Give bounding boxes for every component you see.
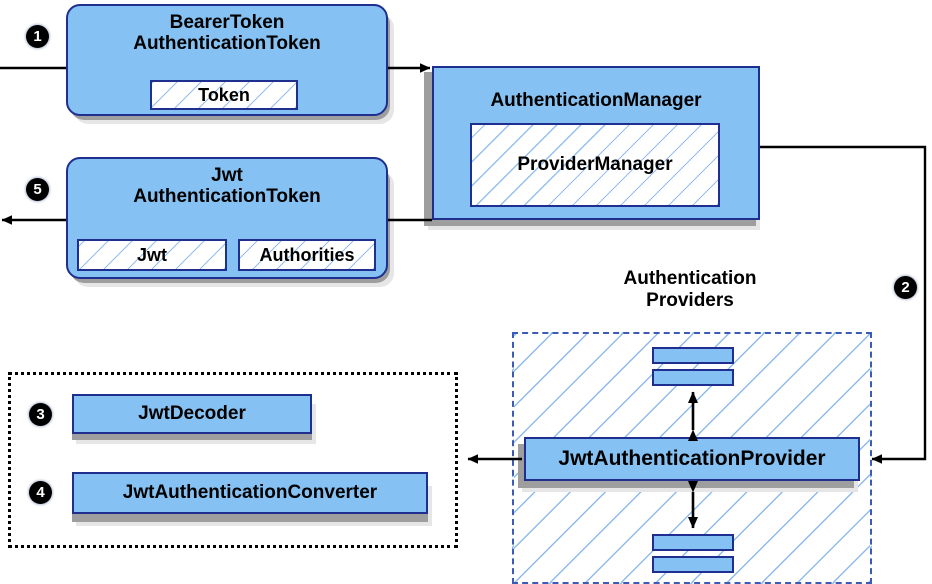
inner-box-provider-manager[interactable]: ProviderManager <box>470 123 720 207</box>
jwt-token-title-line1: Jwt <box>211 165 243 186</box>
step-marker-5-number: 5 <box>33 181 42 198</box>
authentication-manager-title: AuthenticationManager <box>490 90 702 111</box>
node-jwt-decoder[interactable]: JwtDecoder <box>72 394 312 434</box>
node-jwt-authentication-token[interactable]: Jwt AuthenticationToken <box>66 157 388 279</box>
provider-stub-bar-bottom-1 <box>652 534 734 551</box>
provider-stub-bar-top-2 <box>652 369 734 386</box>
inner-box-authorities-label: Authorities <box>259 244 355 265</box>
bearer-token-title-line2: AuthenticationToken <box>133 33 321 55</box>
inner-box-jwt[interactable]: Jwt <box>77 239 227 271</box>
step-marker-3: 3 <box>29 403 52 426</box>
bearer-token-title-line1: BearerToken <box>169 12 285 33</box>
authentication-providers-title: Authentication Providers <box>590 268 790 312</box>
step-marker-2-number: 2 <box>901 279 910 296</box>
jwt-authentication-converter-label: JwtAuthenticationConverter <box>122 482 378 504</box>
node-jwt-authentication-provider[interactable]: JwtAuthenticationProvider <box>524 437 860 481</box>
inner-box-provider-manager-label: ProviderManager <box>517 154 673 175</box>
authentication-providers-title-line2: Providers <box>646 289 734 311</box>
step-marker-3-number: 3 <box>36 406 45 423</box>
inner-box-token-label: Token <box>198 84 250 105</box>
jwt-decoder-label: JwtDecoder <box>138 403 246 425</box>
step-marker-4: 4 <box>29 481 52 504</box>
authentication-providers-title-line1: Authentication <box>623 268 757 289</box>
inner-box-token[interactable]: Token <box>150 80 298 110</box>
step-marker-5: 5 <box>26 178 49 201</box>
group-jwt-support <box>8 372 458 548</box>
jwt-token-title-line2: AuthenticationToken <box>133 186 321 208</box>
provider-stub-bar-bottom-2 <box>652 556 734 573</box>
step-marker-4-number: 4 <box>36 484 45 501</box>
inner-box-authorities[interactable]: Authorities <box>238 239 376 271</box>
inner-box-jwt-label: Jwt <box>136 244 167 265</box>
step-marker-1-number: 1 <box>33 28 42 45</box>
step-marker-2: 2 <box>894 276 917 299</box>
jwt-authentication-provider-label: JwtAuthenticationProvider <box>558 447 826 471</box>
node-jwt-authentication-converter[interactable]: JwtAuthenticationConverter <box>72 472 428 514</box>
step-marker-1: 1 <box>26 25 49 48</box>
provider-stub-bar-top-1 <box>652 347 734 364</box>
